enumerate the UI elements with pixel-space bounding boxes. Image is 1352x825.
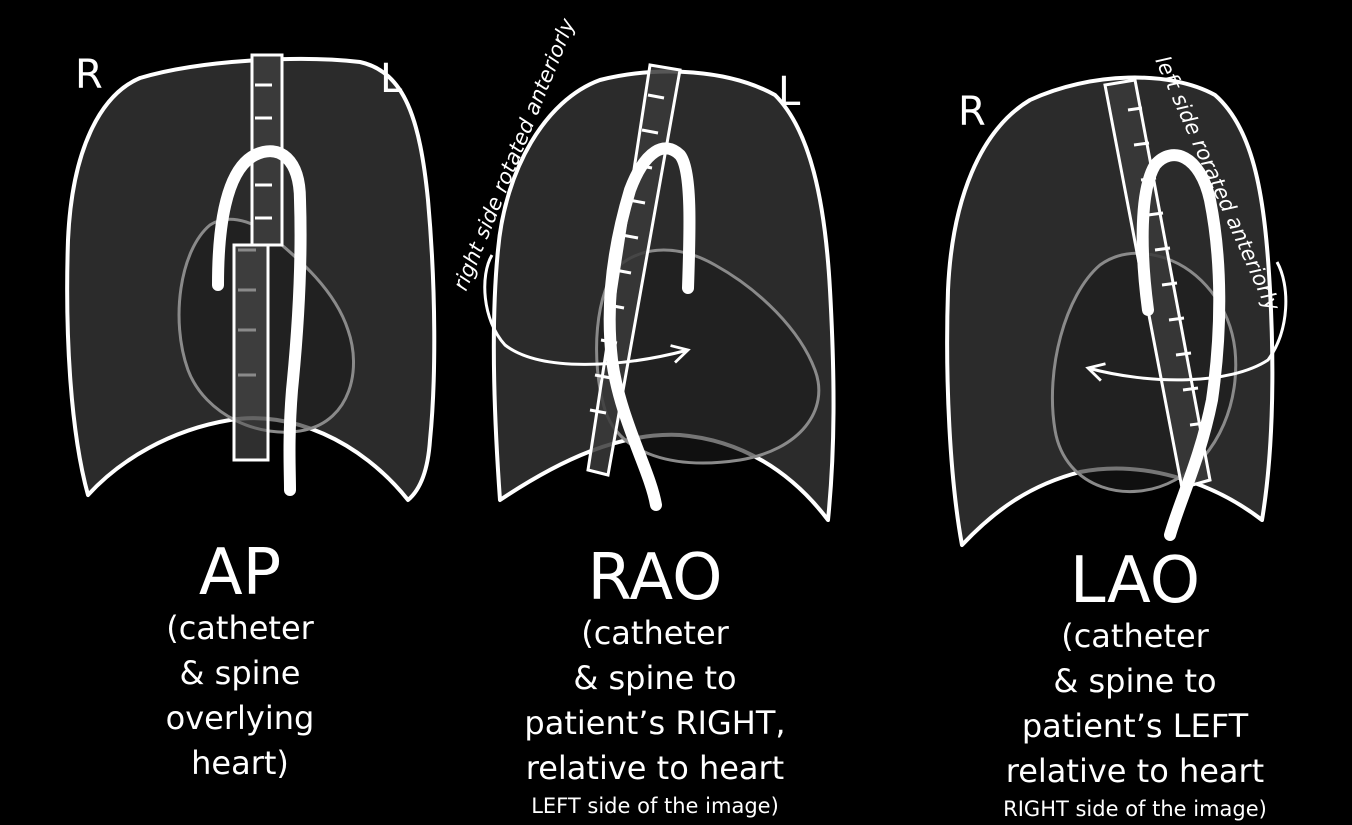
lao-footnote: RIGHT side of the image) bbox=[1003, 797, 1267, 821]
ap-right-label: R bbox=[75, 52, 103, 98]
lao-caption-line-3: patient’s LEFT bbox=[1021, 707, 1249, 745]
ap-catheter bbox=[212, 145, 307, 496]
rao-caption-line-3: patient’s RIGHT, bbox=[524, 704, 786, 742]
rao-caption-line-2: & spine to bbox=[573, 659, 737, 697]
ap-left-label: L bbox=[380, 56, 403, 102]
ap-caption-line-3: overlying bbox=[165, 699, 315, 737]
ap-caption-line-4: heart) bbox=[191, 744, 289, 782]
lao-right-label: R bbox=[958, 89, 986, 135]
ap-caption: AP (catheter & spine overlying heart) bbox=[140, 540, 340, 786]
rao-footnote: LEFT side of the image) bbox=[531, 794, 779, 818]
rao-caption: RAO (catheter & spine to patient’s RIGHT… bbox=[505, 545, 805, 821]
ap-caption-line-1: (catheter bbox=[166, 609, 314, 647]
rao-caption-line-4: relative to heart bbox=[525, 749, 785, 787]
rao-rotation-arrow bbox=[483, 254, 691, 366]
lao-rotation-arrow bbox=[1085, 261, 1288, 382]
rao-catheter bbox=[603, 142, 696, 511]
lao-spine bbox=[1103, 78, 1212, 490]
ap-spine bbox=[232, 53, 284, 462]
rao-left-label: L bbox=[778, 69, 801, 115]
rao-panel: L right side rotated anteriorly bbox=[448, 15, 836, 522]
rao-view-title: RAO bbox=[587, 541, 723, 615]
lao-panel: R left side rorated anteriorly bbox=[945, 52, 1288, 547]
rao-caption-line-1: (catheter bbox=[581, 614, 729, 652]
ap-view-title: AP bbox=[198, 536, 282, 610]
ap-caption-line-2: & spine bbox=[179, 654, 301, 692]
lao-caption: LAO (catheter & spine to patient’s LEFT … bbox=[985, 548, 1285, 824]
ap-panel: R L bbox=[65, 52, 437, 502]
lao-catheter bbox=[1136, 149, 1226, 541]
lao-caption-line-2: & spine to bbox=[1053, 662, 1217, 700]
lao-view-title: LAO bbox=[1069, 544, 1201, 618]
lao-caption-line-4: relative to heart bbox=[1005, 752, 1265, 790]
lao-caption-line-1: (catheter bbox=[1061, 617, 1209, 655]
